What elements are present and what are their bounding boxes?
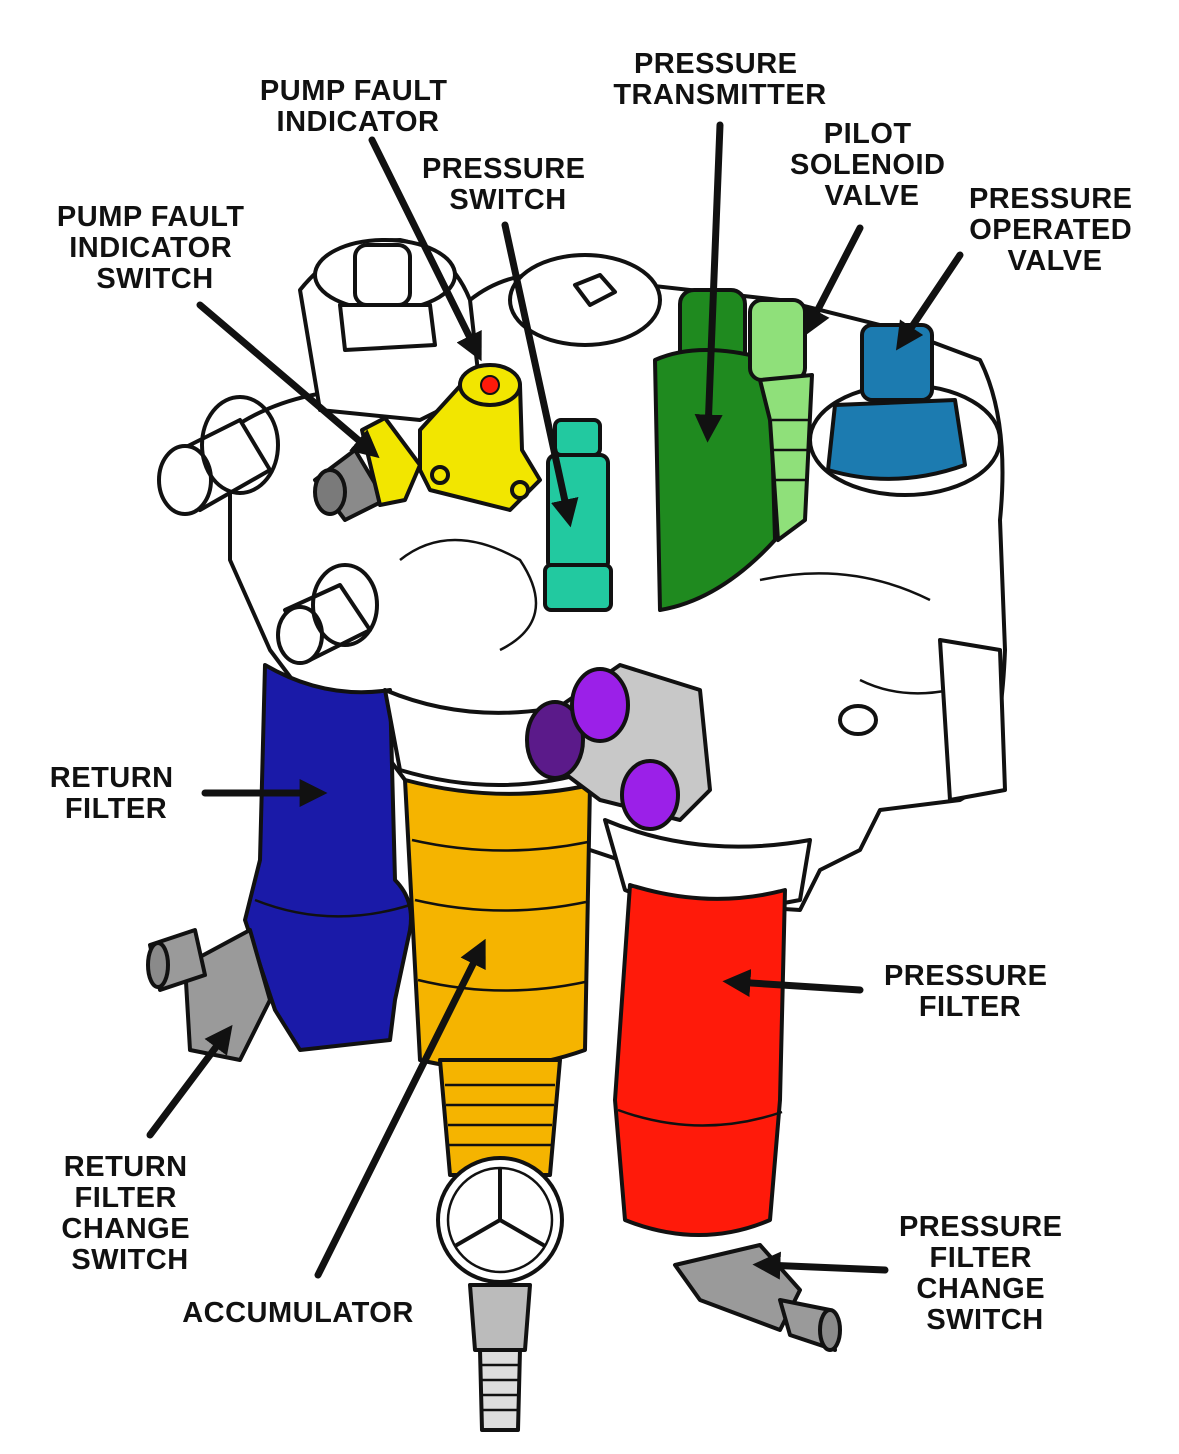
return-filter-band [254,898,411,918]
port-cap-1 [525,700,585,780]
pump-fault-indicator [418,363,542,512]
label-pressure-filter: PRESSURE FILTER [884,960,1056,1023]
return-switch-nipple-face [146,941,170,989]
upper-left-fitting-nut [200,395,280,495]
labels: PUMP FAULT INDICATOR PRESSURE TRANSMITTE… [50,48,1141,1336]
accumulator-neck-threads [445,1083,555,1147]
center-plug [573,273,617,307]
indicator-screw-1 [430,465,450,485]
top-cap-body [353,243,412,307]
pressure-switch-nipple-face [818,1308,842,1352]
pressure-filter [603,818,812,1237]
label-return-filter: RETURN FILTER [50,762,182,825]
pressure-switch-nut [543,563,613,612]
top-cap [338,243,437,352]
indicator-screw-2 [510,480,530,500]
right-flange [938,638,1007,802]
pressure-operated-valve-cap [860,323,934,402]
arrow-return-filter-change-switch [146,1024,233,1139]
label-pressure-transmitter: PRESSURE TRANSMITTER [613,48,826,111]
arrow-pressure-filter [722,969,864,997]
label-accumulator: ACCUMULATOR [182,1297,414,1329]
port-block [525,663,712,831]
housing-contour-1 [399,538,538,652]
label-pump-fault-indicator: PUMP FAULT INDICATOR [260,75,456,138]
pressure-switch-housing [673,1243,802,1332]
port-cap-3 [620,759,680,831]
label-pressure-switch: PRESSURE SWITCH [422,153,594,216]
indicator-switch-face [313,468,347,516]
pilot-solenoid-valve [748,298,814,542]
arrow-pump-fault-indicator [368,136,482,362]
leader-arrows [146,121,964,1280]
left-port-fittings [157,395,379,665]
pilot-solenoid-body [758,373,814,542]
upper-left-fitting-face [157,444,213,516]
arrow-pressure-operated-valve [895,251,964,351]
pressure-gauge [436,1156,564,1432]
accumulator-body [403,778,592,1070]
pressure-switch-top [553,418,602,457]
label-pump-fault-indicator-switch: PUMP FAULT INDICATOR SWITCH [57,201,253,295]
return-filter-change-switch [146,928,272,1062]
right-flange-hole [838,704,878,736]
center-plug-square [573,273,617,307]
pressure-operated-valve-nut [826,398,967,481]
label-pressure-operated-valve: PRESSURE OPERATED VALVE [969,183,1141,277]
label-pressure-filter-change-switch: PRESSURE FILTER CHANGE SWITCH [899,1211,1071,1336]
return-filter [243,663,413,1052]
pilot-solenoid-cap [748,298,807,382]
housing-contour-3 [859,678,951,695]
lower-left-fitting-nut [311,563,379,647]
pressure-filter-change-switch [673,1243,842,1352]
pressure-transmitter [653,288,777,612]
return-filter-bowl [243,663,413,1052]
pump-fault-indicator-lamp [480,375,500,395]
pilot-solenoid-ribs [772,418,808,482]
arrow-pressure-filter-change-switch [752,1251,889,1280]
arrow-pilot-solenoid-valve [804,224,864,337]
gauge-fitting-threads [482,1363,518,1412]
arrow-accumulator [314,938,486,1279]
top-cap-nut [338,303,437,352]
arrow-pump-fault-indicator-switch [196,301,380,459]
port-cap-2 [570,667,630,743]
housing-contour-2 [759,572,931,602]
pressure-filter-band [617,1108,783,1127]
arrow-pressure-transmitter [694,121,724,443]
pressure-gauge-spokes [453,1168,547,1248]
accumulator-rings [411,838,589,992]
gauge-stem [468,1283,532,1352]
pressure-transmitter-body [653,348,777,612]
gauge-fitting [478,1348,522,1432]
label-pilot-solenoid-valve: PILOT SOLENOID VALVE [790,118,954,212]
pressure-filter-bowl [613,883,787,1237]
arrow-pressure-switch [501,221,579,528]
label-return-filter-change-switch: RETURN FILTER CHANGE SWITCH [61,1151,198,1276]
